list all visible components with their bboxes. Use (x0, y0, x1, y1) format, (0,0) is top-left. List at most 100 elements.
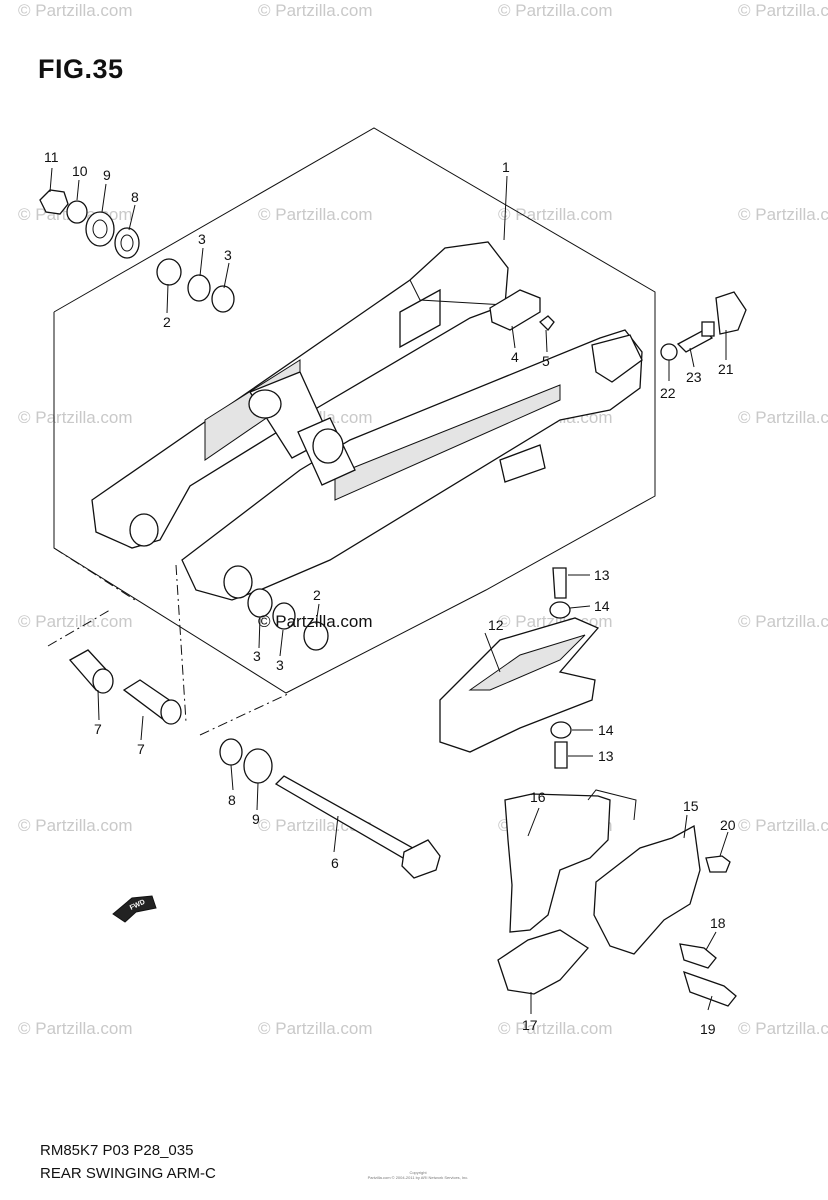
screw-5 (539, 315, 555, 331)
figure-title: FIG.35 (38, 54, 124, 84)
bearing-9 (85, 211, 115, 247)
pivot-boss (248, 389, 282, 419)
callout-22: 22 (660, 385, 676, 401)
center-watermark: © Partzilla.com (258, 612, 373, 631)
watermark: © Partzilla.com (738, 408, 828, 427)
bearing-3 (272, 602, 296, 630)
callout-3: 3 (198, 231, 206, 247)
callout-8: 8 (131, 189, 139, 205)
watermark: © Partzilla.com (258, 1019, 373, 1038)
bolt-13 (552, 567, 567, 599)
watermark: © Partzilla.com (18, 408, 133, 427)
callout-14: 14 (598, 722, 614, 738)
pivot-boss (223, 565, 253, 599)
callout-13: 13 (598, 748, 614, 764)
watermark: © Partzilla.com (18, 816, 133, 835)
plate-4 (489, 289, 541, 331)
watermark: © Partzilla.com (258, 205, 373, 224)
pivot-spacers (68, 649, 182, 725)
watermark: © Partzilla.com (738, 612, 828, 631)
pivot-boss (129, 513, 159, 547)
bracket-15 (593, 824, 701, 955)
callout-13: 13 (594, 567, 610, 583)
watermark: © Partzilla.com (18, 1, 133, 20)
callout-19: 19 (700, 1021, 716, 1037)
bolt-20 (705, 855, 731, 873)
bolt-13 (554, 741, 568, 769)
swing-arm (91, 241, 643, 601)
copyright-line: Partzilla.com © 2004-2011 by ARI Network… (367, 1175, 469, 1180)
watermark: © Partzilla.com (18, 1019, 133, 1038)
watermark: © Partzilla.com (738, 1, 828, 20)
callout-8: 8 (228, 792, 236, 808)
callout-3: 3 (253, 648, 261, 664)
callout-2: 2 (313, 587, 321, 603)
callout-4: 4 (511, 349, 519, 365)
callout-6: 6 (331, 855, 339, 871)
callout-23: 23 (686, 369, 702, 385)
pivot-boss (312, 428, 344, 464)
callout-11: 11 (44, 149, 59, 165)
callout-3: 3 (276, 657, 284, 673)
callout-14: 14 (594, 598, 610, 614)
bearing-3 (187, 274, 211, 302)
callout-10: 10 (72, 163, 88, 179)
bearing-9 (243, 748, 273, 784)
callout-9: 9 (252, 811, 260, 827)
chain-guide-fasteners (549, 567, 572, 769)
callout-21: 21 (718, 361, 734, 377)
pivot-washers-lower (219, 738, 273, 784)
watermark: © Partzilla.com (738, 205, 828, 224)
callout-9: 9 (103, 167, 111, 183)
pivot-hardware-left (39, 189, 140, 259)
pivot-bolt (274, 775, 441, 879)
chain-guide-plate (489, 289, 555, 331)
figure-code: RM85K7 P03 P28_035 (40, 1142, 194, 1159)
collar-14 (549, 601, 571, 619)
callout-1: 1 (502, 159, 510, 175)
assembly-outline (47, 127, 656, 736)
bolt-19 (683, 970, 737, 1007)
watermark: © Partzilla.com (18, 612, 133, 631)
chain-adjuster (660, 291, 747, 361)
guard-bolts (679, 855, 737, 1007)
callout-18: 18 (710, 915, 726, 931)
watermark: © Partzilla.com (738, 816, 828, 835)
figure-name: REAR SWINGING ARM-C (40, 1165, 216, 1182)
collar-14 (550, 721, 572, 739)
callout-5: 5 (542, 353, 550, 369)
bearing-3 (211, 285, 235, 313)
watermark: © Partzilla.com (258, 1, 373, 20)
copyright-notice: Copyright Partzilla.com © 2004-2011 by A… (358, 1170, 478, 1180)
watermark: © Partzilla.com (498, 1, 613, 20)
callout-2: 2 (163, 314, 171, 330)
pivot-bearings-lower (247, 588, 329, 651)
callout-7: 7 (137, 741, 145, 757)
bolt-18 (679, 943, 717, 969)
adjuster-21 (715, 291, 747, 335)
callout-7: 7 (94, 721, 102, 737)
washer-10 (66, 200, 88, 224)
washer-8 (219, 738, 243, 766)
watermark: © Partzilla.com (498, 1019, 613, 1038)
chain-guard (497, 789, 701, 995)
pivot-bearings-upper (156, 258, 235, 313)
bushing-2 (156, 258, 182, 286)
callout-15: 15 (683, 798, 699, 814)
chain-guide (439, 617, 600, 753)
callout-20: 20 (720, 817, 736, 833)
callout-12: 12 (488, 617, 504, 633)
callout-3: 3 (224, 247, 232, 263)
watermark: © Partzilla.com (738, 1019, 828, 1038)
callout-16: 16 (530, 789, 546, 805)
nut-22 (660, 343, 678, 361)
guard-17 (497, 929, 589, 995)
forward-arrow-icon: FWD (112, 895, 157, 923)
copyright-line: Copyright (409, 1170, 427, 1175)
callout-17: 17 (522, 1017, 538, 1033)
leader-lines (49, 167, 729, 1014)
seal-8 (114, 227, 140, 259)
watermark: © Partzilla.com (498, 205, 613, 224)
callouts: 11 10 9 8 3 3 2 1 4 5 22 23 21 13 14 12 … (44, 149, 736, 1037)
